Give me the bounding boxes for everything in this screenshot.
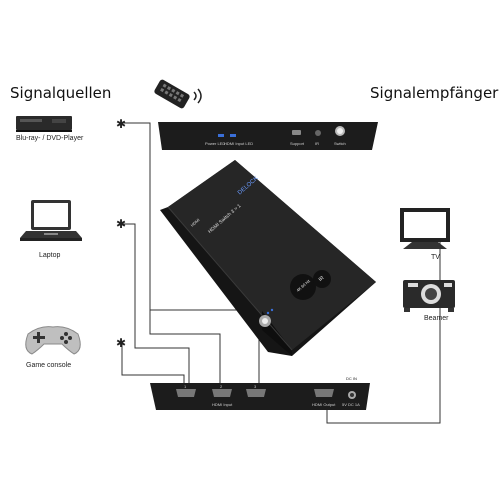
switch-bottom-panel bbox=[150, 383, 370, 410]
switch-label: Switch bbox=[334, 141, 346, 146]
switch-box bbox=[160, 160, 376, 356]
power-led-label: Power LED bbox=[205, 141, 226, 146]
port-1-label: 1 bbox=[184, 384, 187, 389]
cable-laptop bbox=[120, 223, 190, 383]
beamer-icon bbox=[403, 280, 455, 312]
svg-text:✱: ✱ bbox=[116, 336, 126, 350]
gamepad-icon bbox=[25, 326, 81, 355]
switch-top-panel bbox=[158, 122, 378, 150]
support-label: Support bbox=[290, 141, 305, 146]
ir-label: IR bbox=[315, 141, 319, 146]
laptop-label: Laptop bbox=[39, 252, 61, 259]
hdmi-input-label: HDMI Input bbox=[212, 402, 233, 407]
console-label: Game console bbox=[26, 362, 72, 369]
receivers-heading: Signalempfänger bbox=[370, 84, 499, 102]
cable-console bbox=[120, 341, 185, 383]
bluray-label: Blu-ray- / DVD-Player bbox=[16, 135, 84, 142]
cable-bluray-upper bbox=[149, 224, 260, 383]
laptop-icon bbox=[20, 200, 82, 241]
tv-icon bbox=[400, 208, 450, 249]
port-2-label: 2 bbox=[220, 384, 223, 389]
port-3-label: 3 bbox=[254, 384, 257, 389]
tv-label: TV bbox=[431, 254, 440, 261]
input-led-label: HDMI Input LED bbox=[224, 141, 254, 146]
dc-in-label: DC IN bbox=[346, 376, 357, 381]
svg-text:✱: ✱ bbox=[116, 217, 126, 231]
sources-heading: Signalquellen bbox=[10, 84, 112, 102]
svg-text:✱: ✱ bbox=[116, 117, 126, 131]
hdmi-port-shapes bbox=[176, 389, 334, 397]
remote-control-icon bbox=[154, 79, 202, 109]
bluray-player-icon bbox=[16, 116, 72, 132]
cable-bluray bbox=[120, 122, 221, 383]
hdmi-output-label: HDMI Output bbox=[312, 402, 336, 407]
beamer-label: Beamer bbox=[424, 315, 449, 322]
asterisk-markers: ✱ ✱ ✱ bbox=[116, 117, 126, 350]
dc-spec-label: 5V DC 1A bbox=[342, 402, 360, 407]
